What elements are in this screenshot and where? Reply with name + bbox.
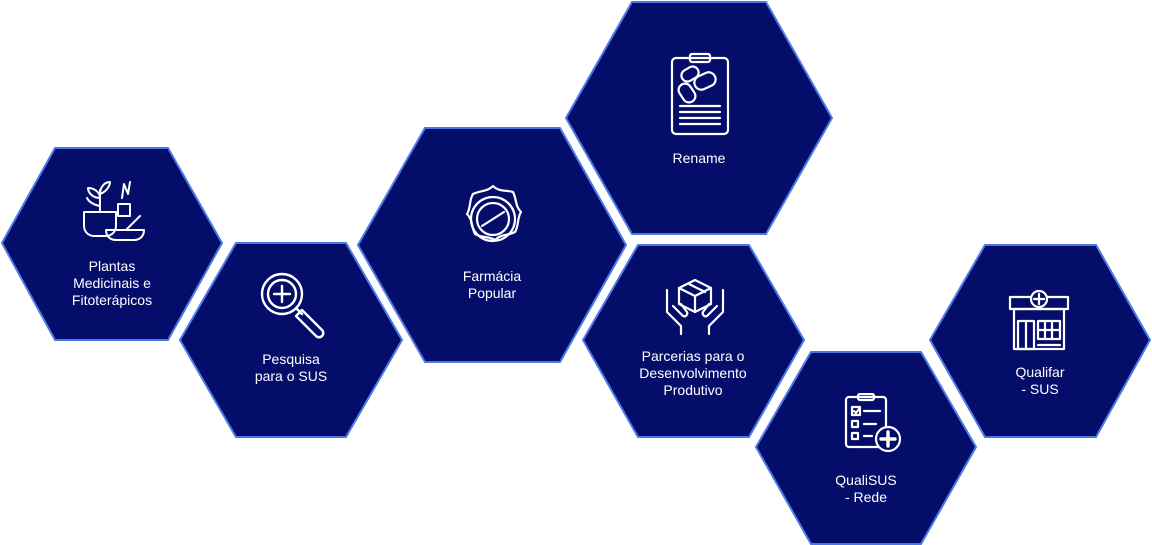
hex-farmacia[interactable] — [356, 127, 628, 363]
label-parcerias: Parcerias para o Desenvolvimento Produti… — [639, 348, 747, 398]
label-pesquisa: Pesquisa para o SUS — [254, 351, 328, 384]
checklist-cross-icon — [844, 393, 902, 453]
hex-qualifar[interactable] — [928, 244, 1152, 438]
clipboard-pills-icon — [670, 52, 730, 136]
label-qualisus: QualiSUS - Rede — [835, 472, 897, 505]
hands-box-icon — [663, 276, 727, 336]
pill-tablet-icon — [456, 182, 530, 256]
label-farmacia: Farmácia Popular — [462, 268, 522, 301]
hex-plantas[interactable] — [0, 147, 224, 341]
hex-parcerias[interactable] — [581, 244, 806, 438]
plants-icon — [80, 178, 148, 244]
label-plantas: Plantas Medicinais e Fitoterápicos — [71, 258, 153, 308]
label-qualifar: Qualifar - SUS — [1015, 364, 1065, 397]
magnifier-plus-icon — [258, 270, 326, 340]
hex-pesquisa[interactable] — [178, 242, 404, 438]
label-rename: Rename — [672, 150, 726, 166]
pharmacy-store-icon — [1008, 289, 1070, 351]
